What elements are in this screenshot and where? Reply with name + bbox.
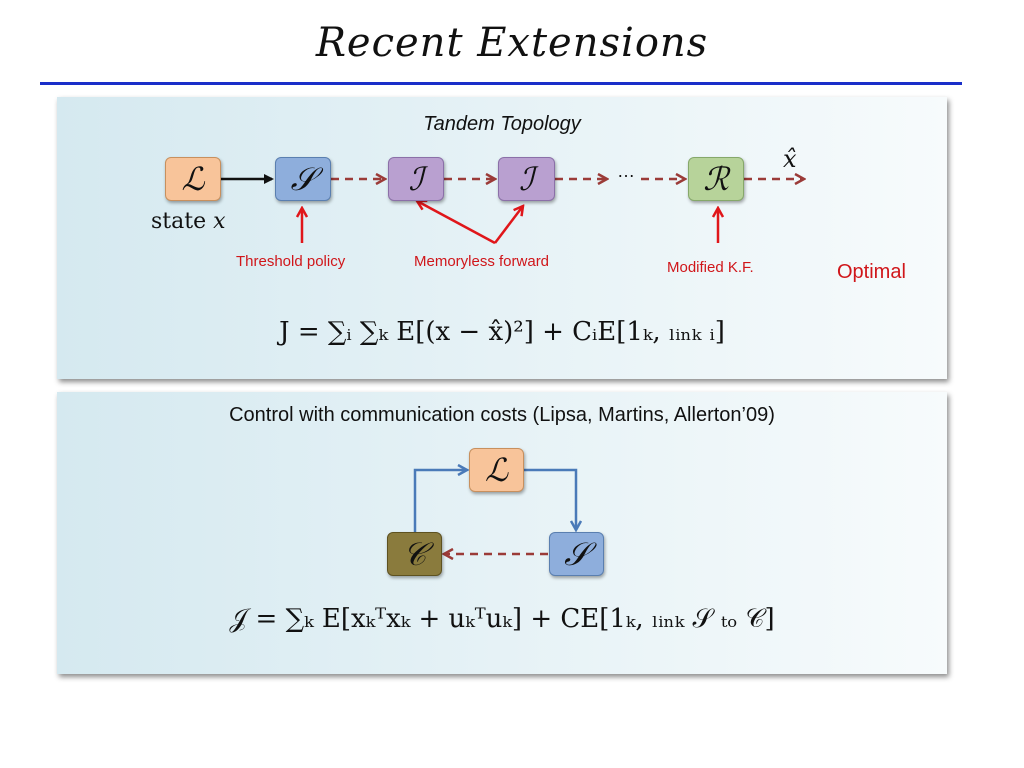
- control-communication-panel: Control with communication costs (Lipsa,…: [57, 392, 947, 674]
- title-rule: [40, 82, 962, 85]
- panel-heading: Tandem Topology: [423, 113, 581, 135]
- node-I2: ℐ: [498, 157, 555, 201]
- control-cost-formula: 𝒥 = ∑ₖ E[xₖᵀxₖ + uₖᵀuₖ] + CE[1ₖ, ₗᵢₙₖ 𝒮 …: [229, 604, 775, 634]
- arrow-memoryless-to-I2: [494, 206, 523, 244]
- arrow-memoryless-to-I1: [417, 201, 496, 245]
- xhat-label: x̂: [783, 145, 797, 173]
- state-word: state: [151, 209, 207, 234]
- state-label: state x: [151, 209, 226, 234]
- control-loop-arrows: [413, 392, 947, 674]
- state-var: x: [213, 209, 226, 234]
- tandem-cost-formula: J = ∑ᵢ ∑ₖ E[(x − x̂)²] + CᵢE[1ₖ, ₗᵢₙₖ ᵢ]: [279, 317, 725, 347]
- node-I1: ℐ: [388, 157, 444, 201]
- modified-kf-label: Modified K.F.: [667, 259, 754, 276]
- ellipsis: …: [617, 161, 635, 181]
- tandem-arrows: [221, 97, 947, 245]
- arrow-C-to-L: [413, 470, 467, 532]
- optimal-label: Optimal: [837, 261, 906, 283]
- node-S: 𝒮: [275, 157, 331, 201]
- slide-title: Recent Extensions: [315, 20, 709, 66]
- tandem-topology-panel: Tandem Topology ℒ 𝒮 ℐ ℐ ℛ … x̂ state: [57, 97, 947, 379]
- node-R: ℛ: [688, 157, 744, 201]
- node-L: ℒ: [165, 157, 221, 201]
- threshold-policy-label: Threshold policy: [236, 253, 346, 270]
- arrow-L-to-S: [524, 468, 576, 530]
- node-L: ℒ: [469, 448, 524, 492]
- node-C: 𝒞: [387, 532, 442, 576]
- panel-heading: Control with communication costs (Lipsa,…: [229, 404, 775, 426]
- node-S: 𝒮: [549, 532, 604, 576]
- memoryless-forward-label: Memoryless forward: [414, 253, 550, 270]
